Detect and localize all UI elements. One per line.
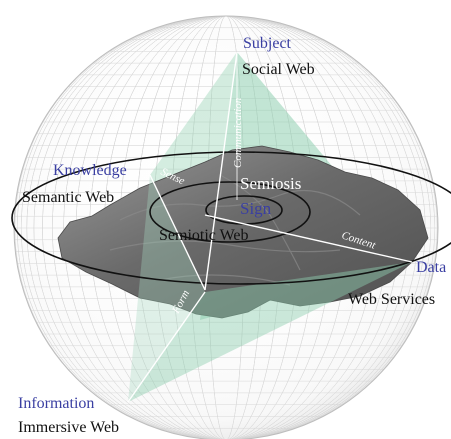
web-label-services: Web Services: [348, 291, 435, 308]
terrain-island: [57, 145, 429, 319]
web-label-semantic: Semantic Web: [22, 189, 114, 206]
pole-label-subject: Subject: [243, 35, 292, 52]
axis-communication: [204, 51, 238, 291]
pole-label-knowledge: Knowledge: [53, 162, 127, 179]
plane-information-data: [128, 262, 412, 402]
pole-label-information: Information: [18, 395, 94, 412]
core-label-sign: Sign: [240, 199, 272, 218]
plane-information-knowledge: [128, 175, 205, 402]
web-label-social: Social Web: [242, 61, 315, 78]
web-label-semiotic: Semiotic Web: [159, 227, 249, 244]
axis-sense: [149, 174, 206, 291]
core-label-semiosis: Semiosis: [240, 174, 301, 193]
axis-label-communication: Communication: [232, 97, 244, 168]
web-label-immersive: Immersive Web: [18, 419, 119, 436]
axis-content: [204, 214, 413, 263]
terrain-ridges: [109, 174, 361, 286]
ring-middle: [149, 181, 311, 243]
ring-outer: [11, 151, 451, 285]
axis-form: [127, 291, 206, 403]
pole-label-data: Data: [416, 259, 446, 276]
